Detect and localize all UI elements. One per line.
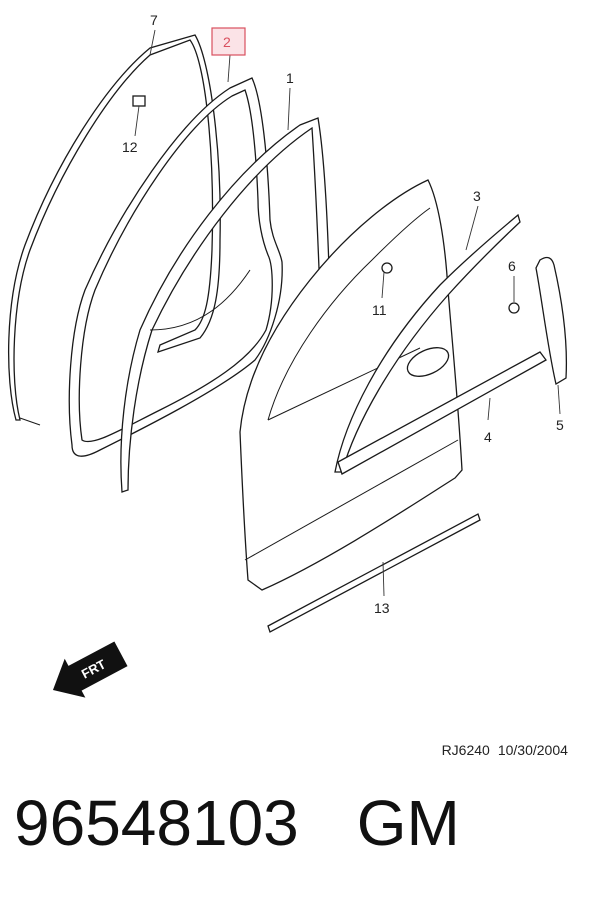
part-2-door-opening-seal xyxy=(68,77,283,457)
callout-5: 5 xyxy=(556,417,564,433)
callout-6: 6 xyxy=(508,258,516,274)
part-identification: 96548103 GM xyxy=(14,786,518,860)
highlight-box-2 xyxy=(211,27,246,56)
callout-11: 11 xyxy=(372,302,387,318)
fastener-11-screw xyxy=(381,262,393,274)
callout-4: 4 xyxy=(484,429,492,445)
part-7-weatherstrip xyxy=(7,34,221,426)
leader-lines xyxy=(134,29,561,597)
reference-code: RJ6240 xyxy=(441,742,490,758)
callout-1: 1 xyxy=(286,70,294,86)
door-seal-exploded-diagram: 7 2 1 3 6 11 12 4 5 13 FRT xyxy=(7,12,568,698)
front-direction-arrow: FRT xyxy=(52,641,128,698)
brand-name: GM xyxy=(356,787,460,859)
part-number: 96548103 xyxy=(14,787,299,859)
diagram-reference: RJ6240 10/30/2004 xyxy=(426,726,576,774)
part-5-garnish xyxy=(535,256,568,386)
fastener-6-screw xyxy=(508,302,520,314)
fastener-12-clip xyxy=(132,95,146,107)
callout-13: 13 xyxy=(374,600,390,616)
callout-12: 12 xyxy=(122,139,138,155)
callout-7: 7 xyxy=(150,12,158,28)
part-3-window-channel xyxy=(334,213,521,473)
callout-labels: 7 2 1 3 6 11 12 4 5 13 xyxy=(122,12,564,616)
reference-date: 10/30/2004 xyxy=(497,742,568,758)
door-handle-recess xyxy=(406,347,450,377)
part-4-belt-molding xyxy=(337,351,547,475)
callout-2: 2 xyxy=(223,34,231,50)
callout-3: 3 xyxy=(473,188,481,204)
part-13-lower-strip xyxy=(267,513,481,633)
front-door-panel xyxy=(239,179,463,591)
